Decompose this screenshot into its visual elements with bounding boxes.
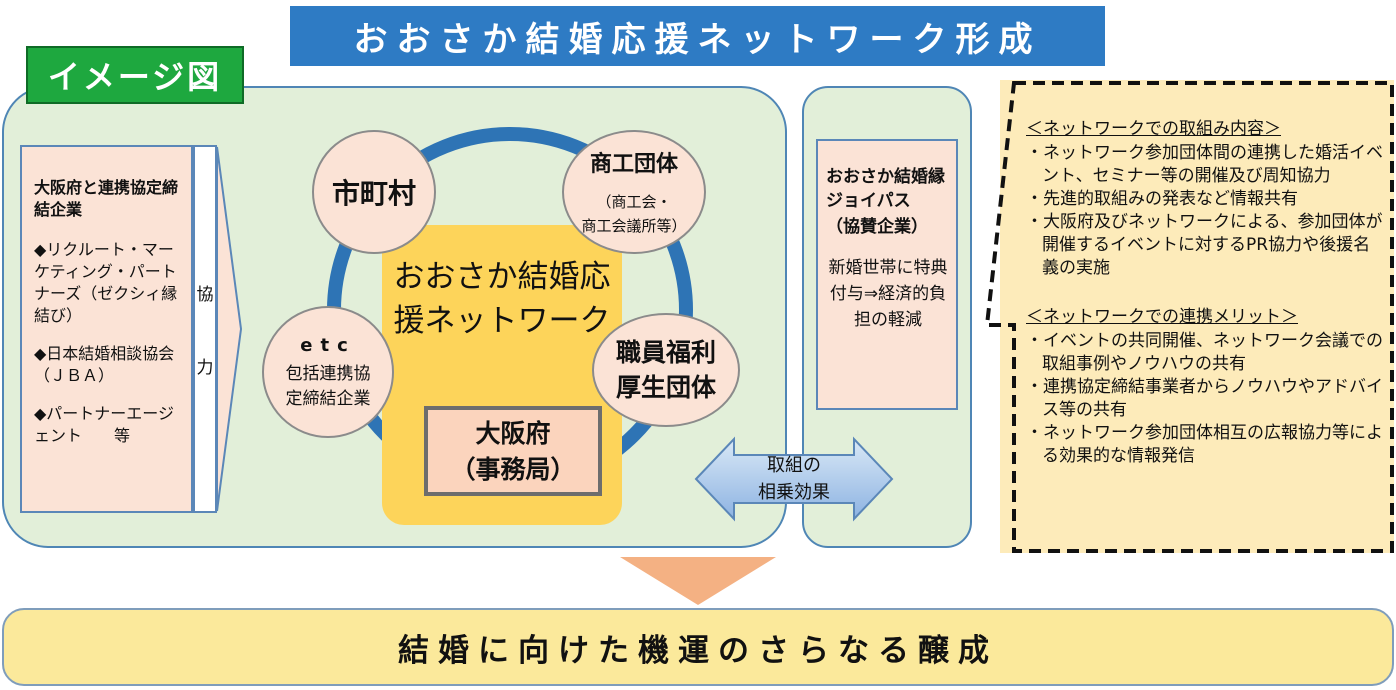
partners-box: 大阪府と連携協定締結企業 ◆リクルート・マーケティング・パートナーズ（ゼクシィ縁… bbox=[20, 145, 193, 513]
office-name: 大阪府 bbox=[475, 419, 551, 448]
title-banner: おおさか結婚応援ネットワーク形成 bbox=[290, 6, 1105, 66]
partner-item: ◆パートナーエージェント 等 bbox=[34, 404, 174, 445]
member-detail: 商工会議所等） bbox=[581, 217, 687, 235]
partners-heading: 大阪府と連携協定締結企業 bbox=[34, 178, 179, 219]
down-arrow-icon bbox=[620, 557, 776, 605]
merit-item: ・連携協定締結事業者からノウハウやアドバイス等の共有 bbox=[1026, 377, 1383, 420]
member-circle-shoko: 商工団体 （商工会・ 商工会議所等） bbox=[562, 130, 706, 254]
member-label: 市町村 bbox=[331, 177, 416, 210]
joy-pass-sponsor: （協賛企業） bbox=[826, 217, 928, 237]
activities-title: ＜ネットワークでの取組み内容＞ bbox=[1026, 119, 1281, 139]
double-arrow-icon bbox=[694, 436, 894, 522]
joy-pass-heading: おおさか結婚縁ジョイパス bbox=[826, 167, 945, 211]
member-detail: （商工会・ bbox=[596, 193, 672, 211]
title-text: おおさか結婚応援ネットワーク形成 bbox=[353, 19, 1042, 60]
result-banner: 結婚に向けた機運のさらなる醸成 bbox=[2, 608, 1394, 686]
cooperation-arrow bbox=[216, 146, 243, 512]
member-label: 職員福利厚生団体 bbox=[615, 338, 716, 402]
result-text: 結婚に向けた機運のさらなる醸成 bbox=[398, 632, 998, 669]
synergy-line: 取組の bbox=[767, 455, 821, 476]
member-label: etc bbox=[300, 334, 356, 356]
merit-item: ・ネットワーク参加団体相互の広報協力等による効果的な情報発信 bbox=[1026, 423, 1383, 466]
activity-item: ・先進的取組みの発表など情報共有 bbox=[1026, 189, 1298, 209]
member-label: 商工団体 bbox=[589, 152, 678, 177]
synergy-line: 相乗効果 bbox=[758, 482, 830, 503]
joy-pass-benefit: 新婚世帯に特典付与⇒経済的負担の軽減 bbox=[828, 258, 948, 330]
member-circle-shokuin: 職員福利厚生団体 bbox=[592, 313, 740, 427]
cooperation-char: 協 bbox=[196, 285, 214, 305]
member-detail: 包括連携協定締結企業 bbox=[285, 363, 371, 409]
merits-title: ＜ネットワークでの連携メリット＞ bbox=[1026, 307, 1298, 327]
image-label: イメージ図 bbox=[26, 46, 244, 104]
activities-panel bbox=[1000, 80, 1394, 553]
member-circle-shichoson: 市町村 bbox=[312, 130, 436, 254]
activities-border bbox=[984, 81, 1394, 553]
partner-item: ◆日本結婚相談協会（ＪＢＡ） bbox=[34, 344, 175, 385]
activity-item: ・ネットワーク参加団体間の連携した婚活イベント、セミナー等の開催及び周知協力 bbox=[1026, 143, 1383, 186]
partner-item: ◆リクルート・マーケティング・パートナーズ（ゼクシィ縁結び） bbox=[34, 240, 178, 325]
network-center-title: おおさか結婚応援ネットワーク bbox=[393, 259, 611, 339]
joy-pass-box: おおさか結婚縁ジョイパス （協賛企業） 新婚世帯に特典付与⇒経済的負担の軽減 bbox=[816, 139, 958, 410]
merit-item: ・イベントの共同開催、ネットワーク会議での取組事例やノウハウの共有 bbox=[1026, 331, 1383, 374]
office-role: （事務局） bbox=[450, 455, 576, 484]
activities-content: ＜ネットワークでの取組み内容＞ ・ネットワーク参加団体間の連携した婚活イベント、… bbox=[1016, 118, 1386, 468]
cooperation-bar: 協 力 bbox=[193, 145, 217, 513]
member-circle-etc: etc 包括連携協定締結企業 bbox=[262, 306, 394, 438]
office-box: 大阪府 （事務局） bbox=[424, 406, 602, 496]
activity-item: ・大阪府及びネットワークによる、参加団体が開催するイベントに対するPR協力や後援… bbox=[1026, 212, 1383, 278]
synergy-label: 取組の 相乗効果 bbox=[710, 452, 878, 506]
cooperation-char: 力 bbox=[196, 358, 214, 378]
